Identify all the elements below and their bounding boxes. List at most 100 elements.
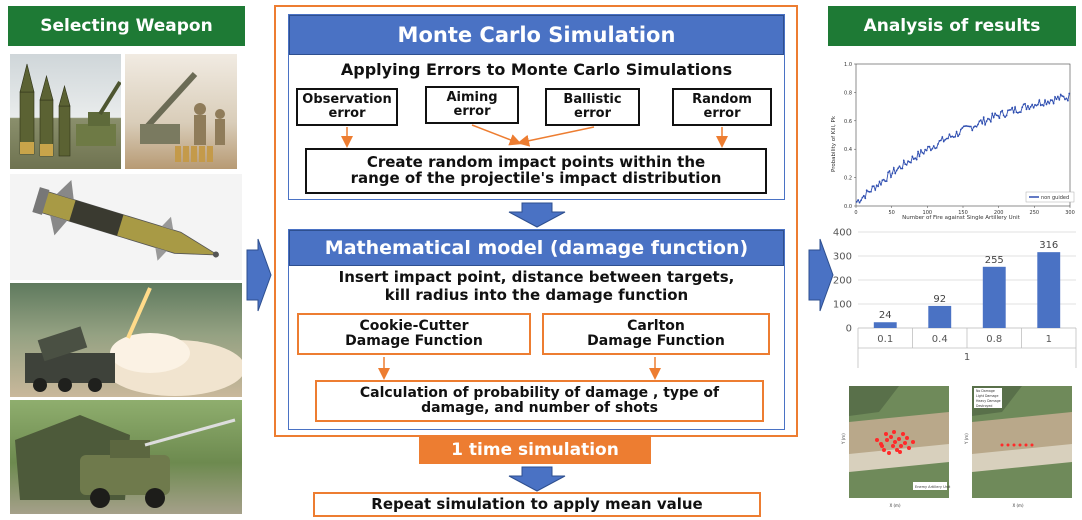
line-chart-legend — [1025, 191, 1075, 203]
data-point — [1065, 97, 1068, 100]
map-right-legend-1: Light Damage — [976, 394, 998, 398]
missile-vehicle-photo — [10, 400, 242, 514]
monte-carlo-box — [288, 14, 785, 200]
data-point — [978, 120, 981, 123]
data-point — [914, 157, 917, 160]
data-point — [1035, 104, 1038, 107]
data-point — [1011, 106, 1014, 109]
data-point — [959, 128, 962, 131]
data-point — [874, 189, 877, 191]
data-point — [994, 112, 996, 115]
data-point — [1015, 111, 1018, 114]
data-point — [954, 135, 957, 138]
data-point — [1045, 103, 1048, 106]
data-point — [1022, 103, 1025, 106]
data-point — [1018, 111, 1021, 113]
impact-line2: range of the projectile's impact distrib… — [350, 169, 722, 187]
math-model-box — [288, 229, 785, 430]
data-point — [984, 123, 987, 126]
data-point — [1014, 106, 1016, 108]
category-label: 0.4 — [932, 334, 948, 345]
random-impact-box: Create random impact points within the r… — [305, 148, 767, 194]
data-point — [891, 172, 894, 175]
data-point — [872, 185, 875, 188]
x-tick-label: 0 — [854, 210, 857, 216]
map-right-legend-2: Heavy Damage — [976, 399, 1001, 403]
data-point — [979, 119, 982, 122]
data-point — [862, 194, 865, 197]
data-point — [967, 125, 969, 128]
monte-carlo-subtitle: Applying Errors to Monte Carlo Simulatio… — [340, 60, 733, 79]
data-point — [895, 169, 898, 172]
data-point — [985, 120, 988, 123]
data-point — [1049, 99, 1052, 101]
data-point — [1021, 106, 1024, 109]
data-point — [952, 136, 955, 139]
data-point — [1009, 108, 1012, 111]
data-point — [932, 145, 935, 147]
monte-carlo-title: Monte Carlo Simulation — [289, 15, 784, 55]
map-right-ylabel: Y (m) — [964, 433, 969, 445]
data-point — [991, 112, 994, 115]
data-point — [921, 151, 924, 154]
arrow-down-icon — [508, 202, 566, 228]
insert-impact-text: Insert impact point, distance between ta… — [289, 268, 784, 304]
data-point — [941, 136, 944, 138]
data-point — [900, 167, 902, 170]
aiming-error-box: Aiming error — [425, 86, 519, 124]
rocket-launcher-photo — [10, 283, 242, 397]
ballistic-error-box: Ballistic error — [545, 88, 640, 126]
data-point — [1029, 105, 1032, 108]
arrow-right-icon — [246, 238, 272, 312]
bar-value-label: 316 — [1039, 240, 1058, 251]
cookie-cutter-box: Cookie-Cutter Damage Function — [297, 313, 531, 355]
data-point — [1032, 106, 1035, 109]
data-point — [981, 122, 984, 125]
y-tick-label: 1.0 — [844, 62, 852, 68]
x-tick-label: 50 — [888, 210, 894, 216]
data-point — [911, 155, 914, 158]
data-point — [945, 137, 948, 140]
data-point — [935, 146, 938, 149]
data-point — [1061, 95, 1064, 97]
carlton-line2: Damage Function — [587, 333, 725, 349]
error-label-line1: Observation — [302, 92, 392, 108]
data-point — [977, 123, 979, 126]
data-point — [1007, 109, 1009, 112]
data-point — [937, 143, 939, 145]
legend-label: non guided — [1041, 195, 1069, 201]
data-point — [880, 183, 882, 186]
data-point — [1037, 103, 1039, 106]
data-point — [892, 167, 895, 169]
data-point — [902, 159, 905, 162]
data-point — [910, 161, 912, 164]
data-point — [870, 190, 872, 193]
data-point — [1001, 109, 1004, 112]
analysis-header: Analysis of results — [828, 6, 1076, 46]
map-right-xlabel: X (m) — [1012, 503, 1023, 508]
data-point — [939, 139, 942, 142]
artillery-shells-photo — [10, 54, 121, 169]
bar-chart-xlabel: 1 — [964, 352, 970, 363]
data-point — [934, 147, 937, 150]
arrow-down-icon — [508, 466, 566, 492]
data-point — [875, 184, 878, 187]
map-right-legend-0: No Damage — [976, 389, 995, 393]
insert-line2: kill radius into the damage function — [384, 286, 689, 304]
error-connector-arrows — [341, 124, 728, 148]
one-time-simulation-badge: 1 time simulation — [419, 436, 651, 464]
data-point — [1041, 103, 1044, 106]
data-point — [882, 178, 885, 181]
x-tick-label: 150 — [958, 210, 968, 216]
error-label-line2: error — [453, 104, 491, 119]
data-point — [1017, 112, 1019, 114]
data-point — [947, 137, 949, 140]
data-point — [1002, 114, 1005, 117]
data-point — [912, 158, 915, 160]
y-tick-label: 200 — [833, 276, 852, 287]
data-point — [861, 196, 864, 199]
data-point — [969, 125, 972, 128]
data-point — [930, 149, 932, 152]
x-tick-label: 200 — [994, 210, 1004, 216]
